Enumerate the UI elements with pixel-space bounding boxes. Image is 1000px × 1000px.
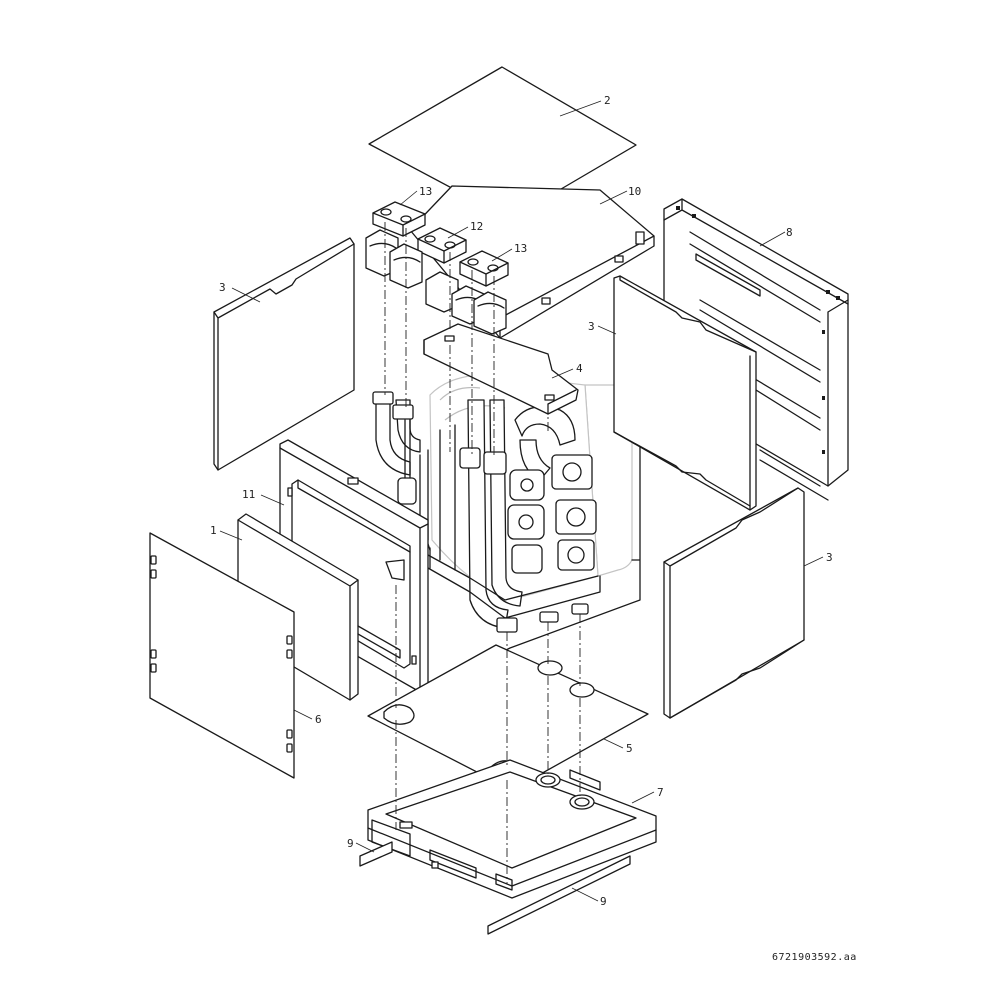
pipe-bracket-13-left <box>372 201 426 237</box>
callout-4: 4 <box>576 362 583 375</box>
callout-7: 7 <box>657 786 664 799</box>
callout-13-left: 13 <box>419 185 432 198</box>
callout-6: 6 <box>315 713 322 726</box>
insulation-panel-3-rear <box>613 275 757 511</box>
callout-2: 2 <box>604 94 611 107</box>
base-frame-7 <box>367 759 657 899</box>
callout-13-right: 13 <box>514 242 527 255</box>
callout-9-left: 9 <box>347 837 354 850</box>
front-cover-6 <box>149 532 295 779</box>
pipe-holders <box>365 229 507 335</box>
callout-1: 1 <box>210 524 217 537</box>
callout-11: 11 <box>242 488 255 501</box>
drawing-reference-code: 6721903592.aa <box>772 952 857 963</box>
assembly-axes <box>384 222 581 884</box>
callout-10: 10 <box>628 185 641 198</box>
insulation-panel-3-left <box>213 237 355 471</box>
foot-strip-9-right <box>487 855 631 935</box>
base-insulation-5 <box>367 644 649 791</box>
callout-9-right: 9 <box>600 895 607 908</box>
callout-3-rear: 3 <box>588 320 595 333</box>
insulation-panel-3-right <box>663 487 805 719</box>
callout-3-left: 3 <box>219 281 226 294</box>
callout-8: 8 <box>786 226 793 239</box>
foot-strip-9-left <box>359 841 393 867</box>
leader-lines <box>219 100 824 902</box>
callout-3-right: 3 <box>826 551 833 564</box>
pipe-bracket-12-middle <box>417 227 467 264</box>
callout-5: 5 <box>626 742 633 755</box>
callout-labels: 2 10 13 12 13 8 3 3 4 11 1 3 6 5 7 9 9 <box>210 94 833 908</box>
callout-12: 12 <box>470 220 483 233</box>
